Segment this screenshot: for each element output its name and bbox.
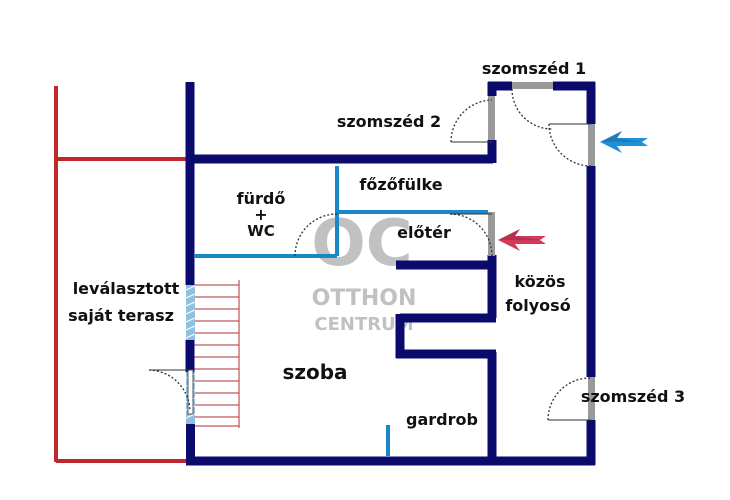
label-room: szoba [282,360,347,384]
label-hall: előtér [397,223,451,242]
arrow-left-icon [498,229,546,251]
label-bath-line1: fürdő [237,189,286,208]
door-neighbor1 [511,82,553,130]
door-neighbor3 [547,377,595,421]
label-wardrobe: gardrob [406,410,478,429]
door-terrace [148,369,194,415]
door-neighbor2 [450,96,495,143]
label-bath-line2: + [254,205,267,224]
label-corridor-line1: közös [514,272,565,291]
terrace-boundary [54,86,190,463]
label-corridor-line2: folyosó [505,296,570,315]
door-apartment [449,212,495,257]
terrace-window-upper [185,285,196,340]
door-bathroom [294,213,338,257]
label-terrace-line2: saját terasz [68,306,174,325]
label-kitchenette: főzőfülke [359,175,442,194]
staircase [190,280,240,428]
arrow-left-icon [600,131,648,153]
inner-walls [194,166,488,456]
watermark-logo: OC [311,207,412,281]
doors [148,82,595,421]
label-neighbor1: szomszéd 1 [482,59,586,78]
label-terrace-line1: leválasztott [73,279,180,298]
watermark-line1: OTTHON [312,286,417,311]
label-neighbor2: szomszéd 2 [337,112,441,131]
main-walls [185,81,596,466]
label-bath-line3: WC [247,222,275,240]
door-entrance [548,123,595,167]
label-neighbor3: szomszéd 3 [581,387,685,406]
watermark: OC OTTHON CENTRUM [311,207,416,335]
watermark-line2: CENTRUM [314,314,413,335]
